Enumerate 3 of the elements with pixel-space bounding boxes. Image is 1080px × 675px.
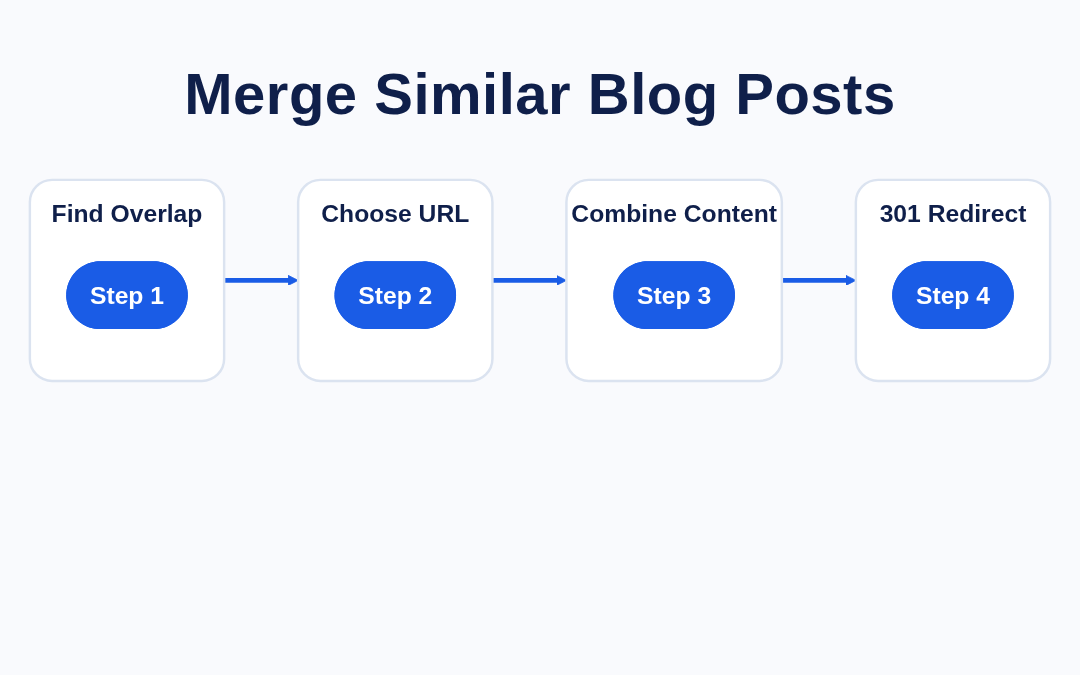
- arrow: [492, 274, 567, 286]
- arrow: [224, 274, 299, 286]
- title: Merge Similar Blog Posts: [183, 60, 897, 127]
